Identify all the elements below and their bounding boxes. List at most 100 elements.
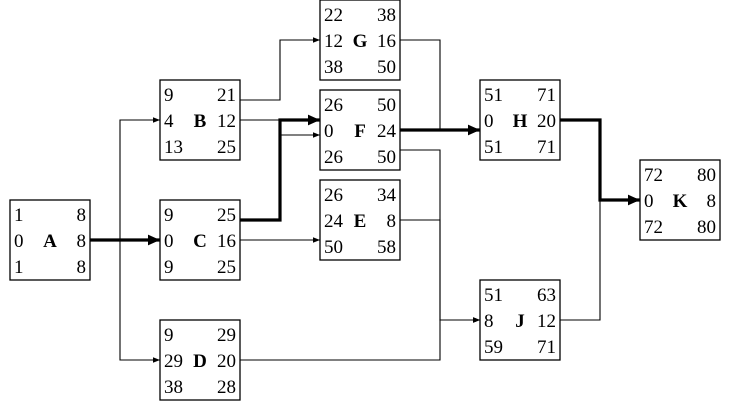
node-d-slack: 29: [164, 351, 183, 372]
node-e-late-start: 50: [324, 237, 343, 258]
node-g-box: [319, 0, 401, 81]
node-j-duration: 12: [537, 311, 556, 332]
node-c-early-finish: 25: [217, 205, 236, 226]
node-g-early-start: 22: [324, 5, 343, 26]
node-b-late-start: 13: [164, 137, 183, 158]
node-f-box: [319, 89, 401, 171]
node-k-box: [639, 159, 721, 241]
node-a-late-start: 1: [14, 257, 24, 278]
edge-a-b: [90, 117, 160, 241]
node-b-early-finish: 21: [217, 85, 236, 106]
node-j-early-finish: 63: [537, 285, 556, 306]
node-k-late-finish: 80: [697, 217, 716, 238]
node-k-early-start: 72: [644, 165, 663, 186]
edge-a-d: [90, 239, 160, 363]
node-j-early-start: 51: [484, 285, 503, 306]
node-j-box: [479, 279, 561, 361]
edges-layer: [90, 37, 640, 363]
node-h-late-start: 51: [484, 137, 503, 158]
node-d-early-start: 9: [164, 325, 174, 346]
node-c-label: C: [193, 231, 207, 252]
node-d-late-start: 38: [164, 377, 183, 398]
node-f-label: F: [354, 121, 366, 142]
node-e-box: [319, 179, 401, 261]
node-c-late-finish: 25: [217, 257, 236, 278]
node-e-early-finish: 34: [377, 185, 397, 206]
node-k-slack: 0: [644, 191, 654, 212]
node-d-late-finish: 28: [217, 377, 236, 398]
node-h-early-start: 51: [484, 85, 503, 106]
node-b-duration: 12: [217, 111, 236, 132]
edge-b-g: [240, 37, 320, 101]
node-c-box: [159, 199, 241, 281]
node-f-early-start: 26: [324, 95, 343, 116]
node-a-box: [9, 199, 91, 281]
node-e-early-start: 26: [324, 185, 343, 206]
node-b-box: [159, 79, 241, 161]
node-f-slack: 0: [324, 121, 334, 142]
node-g-duration: 16: [377, 31, 396, 52]
node-b-late-finish: 25: [217, 137, 236, 158]
node-g: 22 38 12 G 16 38 50: [319, 0, 401, 81]
edge-h-k: [560, 118, 640, 206]
node-c-slack: 0: [164, 231, 174, 252]
node-g-slack: 12: [324, 31, 343, 52]
node-h-label: H: [513, 111, 528, 132]
node-a-early-finish: 8: [77, 205, 87, 226]
node-a-late-finish: 8: [77, 257, 87, 278]
node-e-late-finish: 58: [377, 237, 396, 258]
node-b-early-start: 9: [164, 85, 174, 106]
node-k-duration: 8: [707, 191, 717, 212]
node-e-duration: 8: [387, 211, 397, 232]
node-d-box: [159, 319, 241, 401]
node-a-early-start: 1: [14, 205, 24, 226]
node-b-slack: 4: [164, 111, 174, 132]
node-g-late-start: 38: [324, 57, 343, 78]
node-k-early-finish: 80: [697, 165, 716, 186]
node-a-label: A: [43, 231, 57, 252]
node-h-late-finish: 71: [537, 137, 556, 158]
node-j-late-start: 59: [484, 337, 503, 358]
node-g-label: G: [353, 31, 368, 52]
node-b-label: B: [194, 111, 207, 132]
node-h-box: [479, 79, 561, 161]
node-a-duration: 8: [77, 231, 87, 252]
edge-d-j: [240, 317, 480, 361]
node-j-late-finish: 71: [537, 337, 556, 358]
node-j-slack: 8: [484, 311, 494, 332]
edge-e-j: [400, 219, 480, 323]
edge-j-k: [560, 197, 640, 321]
node-k-late-start: 72: [644, 217, 663, 238]
node-k-label: K: [673, 191, 688, 212]
node-a-slack: 0: [14, 231, 24, 252]
node-c-early-start: 9: [164, 205, 174, 226]
node-g-late-finish: 50: [377, 57, 396, 78]
node-j-label: J: [515, 311, 525, 332]
node-d-early-finish: 29: [217, 325, 236, 346]
node-h-early-finish: 71: [537, 85, 556, 106]
node-h-duration: 20: [537, 111, 556, 132]
node-d-label: D: [193, 351, 207, 372]
edge-c-f: [240, 114, 320, 222]
node-e-slack: 24: [324, 211, 344, 232]
node-d-duration: 20: [217, 351, 236, 372]
edge-g-h: [400, 39, 480, 133]
node-f-early-finish: 50: [377, 95, 396, 116]
node-f-late-finish: 50: [377, 147, 396, 168]
node-f-duration: 24: [377, 121, 397, 142]
node-e-label: E: [354, 211, 367, 232]
node-h-slack: 0: [484, 111, 494, 132]
node-c-late-start: 9: [164, 257, 174, 278]
node-g-early-finish: 38: [377, 5, 396, 26]
node-c-duration: 16: [217, 231, 236, 252]
